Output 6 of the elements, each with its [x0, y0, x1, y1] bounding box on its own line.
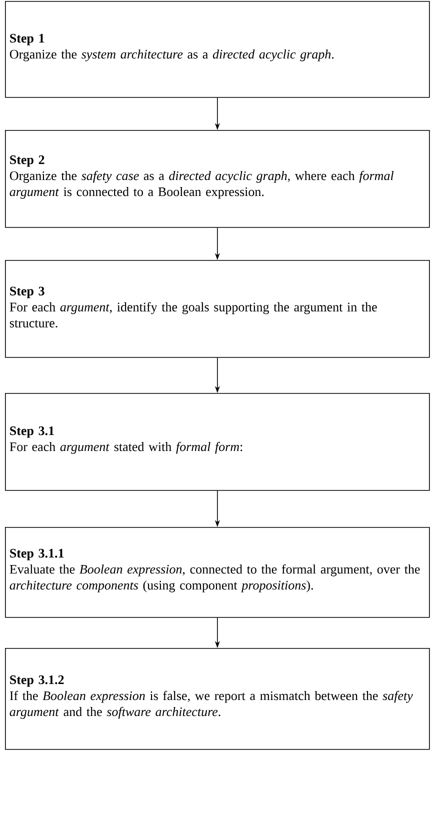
- step-box: Step 3.1 For each argument stated with formal form:: [5, 393, 430, 491]
- step-box: Step 1 Organize the system architecture as a directed acyclic graph.: [5, 1, 430, 98]
- step-box: Step 3.1.1 Evaluate the Boolean expression, connected to the formal argument, over the architecture components (using component propositions).: [5, 527, 430, 618]
- step-box: Step 3.1.2 If the Boolean expression is false, we report a mismatch between the safety argument and the software architecture.: [5, 648, 430, 750]
- step-box: Step 2 Organize the safety case as a directed acyclic graph, where each formal argument is connected to a Boolean expression.: [5, 130, 430, 228]
- step-box: Step 3 For each argument, identify the goals supporting the argument in the structure.: [5, 260, 430, 358]
